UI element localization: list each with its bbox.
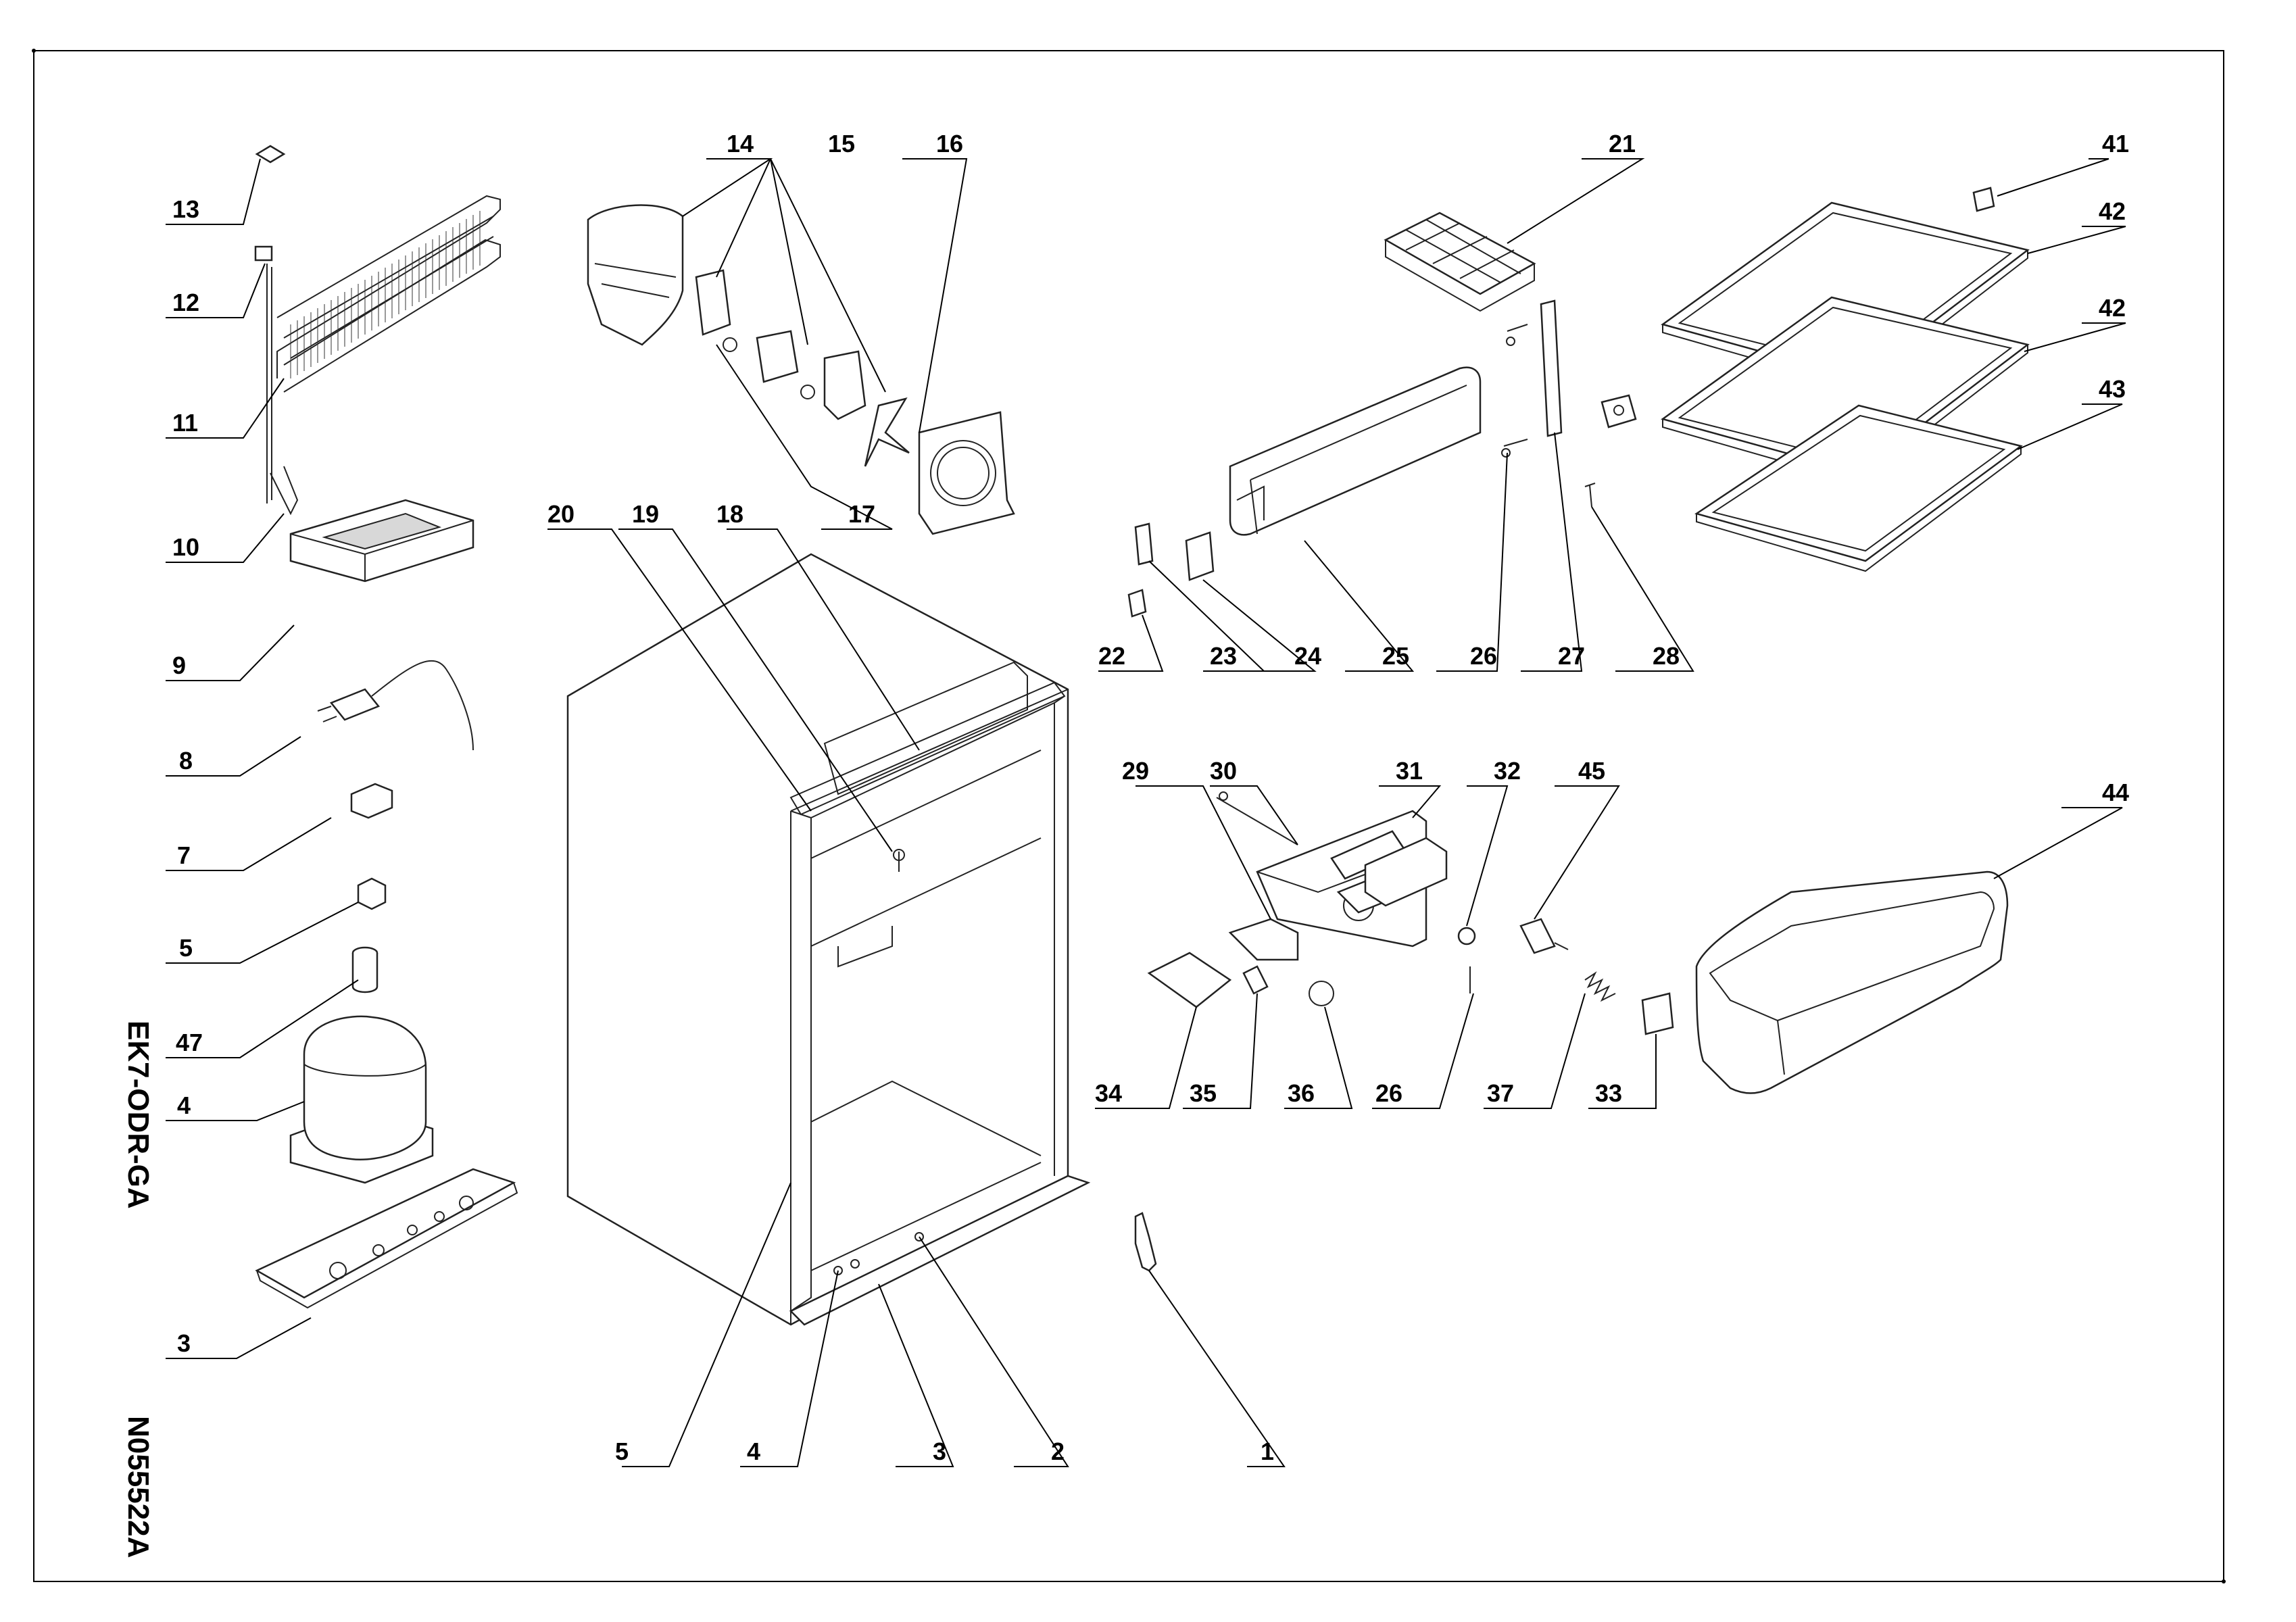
callout-11: 8 [179,747,193,775]
callout-45: 44 [2102,779,2129,806]
callout-8: 4 [177,1091,191,1119]
part-42-shelf-clip-icon [1972,187,1995,212]
callout-12: 9 [172,652,186,679]
part-38-lamp-icon [1242,965,1269,995]
part-19-fan-housing-icon [918,411,1015,535]
callout-27: 24 [1294,642,1321,670]
callout-16: 13 [172,195,199,223]
callout-35: 32 [1494,757,1521,785]
part-10-relay-icon [350,783,393,819]
part-27-door-stop-icon [1185,531,1215,581]
callout-37: 34 [1095,1079,1122,1107]
part-34-control-board-icon [1336,837,1448,914]
callout-29-lower: 26 [1375,1079,1402,1107]
part-46-lamp-holder-icon [1519,918,1569,954]
part-37-diffuser-icon [1147,952,1232,1008]
callout-20: 17 [848,500,875,528]
crisper-drawer-icon [1695,870,2009,1094]
doc-number-text: N055522A [122,1416,155,1558]
part-33-sensor-icon [1216,791,1298,845]
part-9-overload-icon [357,877,387,910]
callout-36: 33 [1595,1079,1622,1107]
callout-42: 41 [2102,130,2129,157]
part-15-bracket-icon [254,245,273,262]
callout-14: 11 [172,409,198,437]
part-47-capacitor-icon [351,946,378,993]
callout-2: 2 [1051,1437,1065,1465]
callout-10: 7 [177,841,191,869]
callout-38: 35 [1190,1079,1217,1107]
drawing-frame [33,50,2224,1582]
callout-3: 3 [933,1437,946,1465]
callout-31: 28 [1653,642,1680,670]
callout-34: 31 [1396,757,1423,785]
callout-17: 14 [727,130,754,157]
callout-18: 15 [828,130,855,157]
callout-7: 3 [177,1329,191,1357]
callout-26: 23 [1210,642,1237,670]
part-26-hinge-cover-icon [1134,522,1154,566]
callout-5: 5 [615,1437,629,1465]
model-code-text: EK7-ODR-GA [122,1021,155,1209]
callout-21: 18 [716,500,743,528]
callout-19: 16 [936,130,963,157]
callout-22: 19 [632,500,659,528]
wire-shelf-icon [1694,404,2023,572]
callout-33: 30 [1210,757,1237,785]
callout-25: 22 [1098,642,1125,670]
callout-30: 27 [1558,642,1585,670]
freezer-door-icon [1229,366,1482,536]
part-17-fan-cover-icon [587,204,684,346]
callout-23: 20 [547,500,575,528]
part-39-ring-icon [1309,981,1334,1006]
callout-44: 43 [2099,375,2126,403]
callout-39: 36 [1288,1079,1315,1107]
callout-28: 25 [1382,642,1409,670]
part-35-knob-icon [1457,927,1476,993]
part-24-ice-tray-icon [1384,212,1536,312]
part-31-pin-icon [1584,483,1596,508]
callout-41: 37 [1487,1079,1514,1107]
callout-13: 10 [172,533,199,561]
condenser-coil-icon [266,195,501,516]
part-hinge-bracket-icon [1601,394,1637,428]
part-36-switch-icon [1641,992,1674,1035]
part-41-spring-icon [1584,971,1616,1002]
callout-29-upper: 26 [1470,642,1497,670]
leader-lines [166,158,2126,1467]
part-12-drip-tray-icon [289,499,474,583]
callout-4: 4 [747,1437,760,1465]
callout-32: 29 [1122,757,1149,785]
callout-43-lower: 42 [2099,294,2126,322]
fridge-cabinet-icon [566,553,1091,1326]
callout-labels: 13 12 11 10 9 8 7 5 47 4 3 14 15 16 17 2… [172,130,2129,1465]
callout-15: 12 [172,289,199,316]
compressor-icon [289,1015,434,1184]
callout-1: 1 [1261,1437,1274,1465]
part-1-handle-icon [1134,1212,1157,1272]
callout-43-upper: 42 [2099,197,2126,225]
part-25-latch-icon [1127,589,1147,618]
callout-9: 5 [179,934,193,962]
part-34-thermostat-housing-icon [1256,810,1427,948]
part-11-power-plug-icon [317,660,474,751]
part-18-fan-motor-icon [695,269,910,467]
part-30-hinge-bar-icon [1501,299,1563,458]
callout-46: 45 [1578,757,1605,785]
callout-47: 47 [176,1029,203,1056]
part-16-clip-icon [255,145,286,164]
callout-24: 21 [1609,130,1636,157]
part-7-base-plate-icon [255,1168,518,1309]
part-32-light-cover-icon [1228,918,1299,961]
